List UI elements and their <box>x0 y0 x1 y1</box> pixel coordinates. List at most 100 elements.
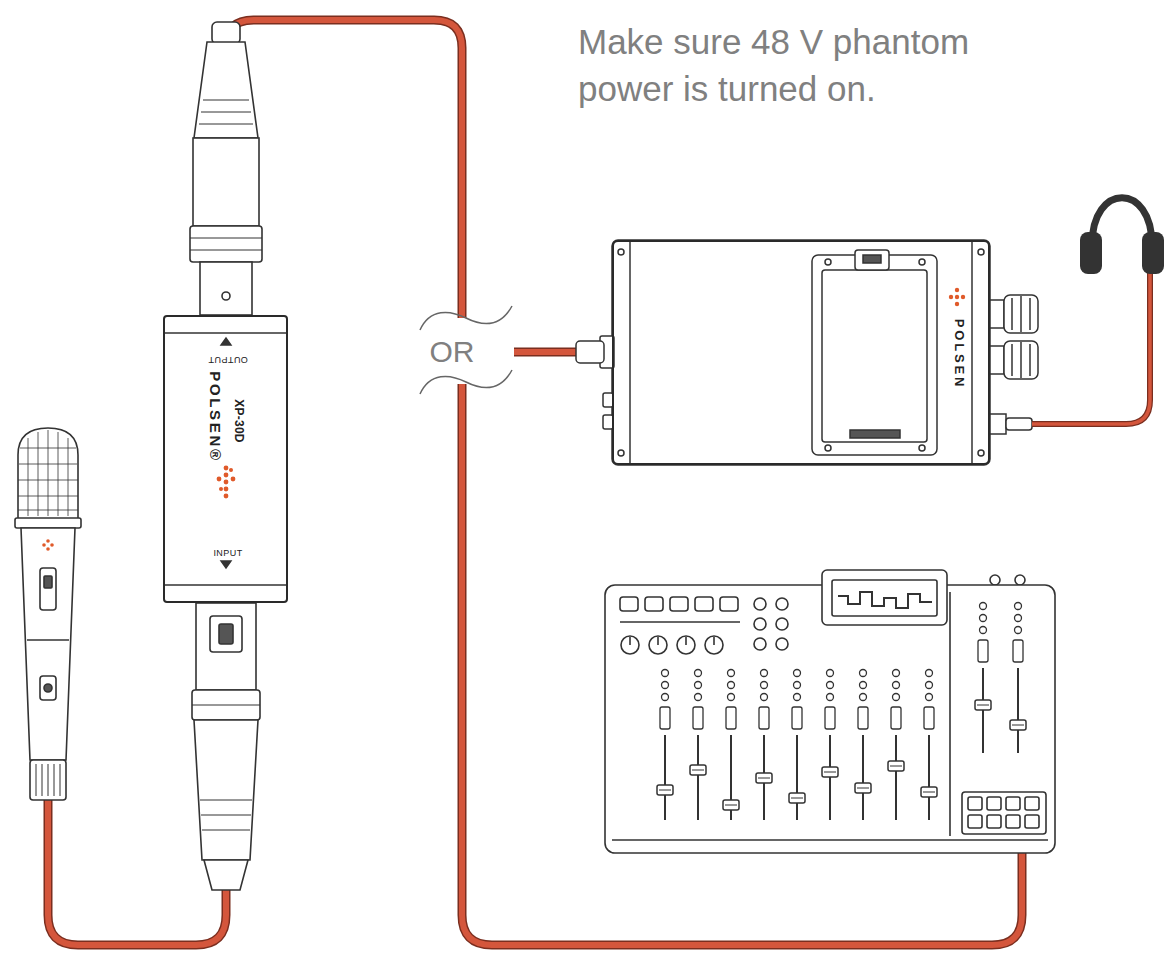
mixing-console <box>649 636 667 654</box>
xlr-plug <box>196 603 256 690</box>
fader-cap <box>756 773 772 783</box>
microphone <box>38 432 39 516</box>
microphone <box>44 576 52 588</box>
mixing-console <box>968 797 982 810</box>
xlr-plug <box>212 22 240 44</box>
microphone <box>40 568 56 610</box>
headphone-amp <box>1011 298 1013 330</box>
fader-cap <box>723 800 739 810</box>
headphone-amp <box>1020 296 1022 332</box>
microphone <box>30 760 66 800</box>
brand-name: POLSEN® <box>208 371 223 463</box>
brand-logo <box>224 487 229 492</box>
headphone-amp <box>1020 342 1022 378</box>
brand-logo <box>224 473 229 478</box>
headphones <box>1032 272 1150 424</box>
channel-strip <box>978 603 988 754</box>
brand-logo <box>224 494 229 499</box>
cable <box>226 20 613 352</box>
fader-cap <box>1010 720 1026 730</box>
headphone-amp <box>825 259 831 265</box>
headphone-amp <box>978 450 984 456</box>
converter-detail <box>165 333 286 585</box>
headphone-amp <box>812 255 937 455</box>
mixing-console <box>620 621 740 623</box>
mixing-console <box>612 839 1048 841</box>
channel-strip <box>726 670 736 821</box>
mixing-console <box>776 638 788 650</box>
microphone <box>27 639 69 641</box>
break-symbol <box>420 306 512 330</box>
fader-cap <box>855 783 871 793</box>
cable-core <box>226 20 613 352</box>
mixing-console <box>754 618 766 630</box>
fader-cap <box>921 787 937 797</box>
microphone <box>18 510 78 511</box>
brand-logo <box>949 295 953 299</box>
converter-detail <box>165 584 286 585</box>
mixing-console <box>605 570 1055 853</box>
headphone-amp <box>978 249 984 255</box>
brand-logo <box>231 477 236 482</box>
fader-cap <box>888 761 904 771</box>
microphone <box>48 764 49 796</box>
microphone <box>58 432 59 516</box>
brand-logo <box>229 468 233 472</box>
channel-strip <box>858 670 868 821</box>
converter-detail <box>221 561 231 568</box>
headphone-amp <box>1029 298 1031 330</box>
brand-logo <box>955 295 959 299</box>
microphone <box>18 496 78 497</box>
choice-label: OR <box>427 337 478 367</box>
channel-strip <box>660 670 670 821</box>
headphones <box>1032 198 1164 424</box>
mixing-console <box>968 815 982 828</box>
microphone <box>48 430 49 516</box>
headphone-amp <box>990 346 1004 374</box>
headphone-amp <box>863 255 881 263</box>
mixing-console <box>754 638 766 650</box>
headphones <box>1142 232 1164 274</box>
mixing-console <box>677 636 695 654</box>
headphone-amp <box>576 240 1038 465</box>
mixing-console <box>776 618 788 630</box>
headphones <box>1032 272 1150 424</box>
fader-cap <box>690 765 706 775</box>
fader-cap <box>789 793 805 803</box>
mixing-console <box>705 636 723 654</box>
mixing-console <box>949 592 951 836</box>
channel-strip <box>759 670 769 821</box>
headphone-amp <box>618 450 624 456</box>
mixing-console <box>1006 815 1020 828</box>
break-symbol <box>418 318 514 384</box>
microphone <box>28 438 29 516</box>
microphone <box>15 518 81 528</box>
brand-logo <box>961 295 965 299</box>
headphone-amp <box>1006 418 1032 430</box>
xlr-plug <box>194 720 258 860</box>
xlr-plug <box>222 292 230 300</box>
brand-logo <box>955 302 959 306</box>
headphone-amp <box>990 300 1004 328</box>
microphone <box>20 448 76 449</box>
xlr-plug <box>190 226 262 262</box>
microphone <box>42 543 46 547</box>
headphone-amp <box>1011 344 1013 376</box>
brand-logo <box>217 466 236 499</box>
headphone-amp <box>629 242 631 463</box>
brand-logo <box>955 288 959 292</box>
fader-cap <box>975 700 991 710</box>
break-symbol <box>418 306 514 394</box>
microphone <box>50 543 54 547</box>
mixing-console <box>629 637 631 645</box>
xlr-plug <box>199 124 253 125</box>
xlr-plug <box>200 262 252 315</box>
mixing-console <box>987 815 1001 828</box>
headphone-amp <box>612 240 990 465</box>
headphone-amp <box>576 341 604 363</box>
headphone-amp <box>1004 295 1038 333</box>
xlr-plug <box>190 22 262 315</box>
channel-strip <box>825 670 835 821</box>
